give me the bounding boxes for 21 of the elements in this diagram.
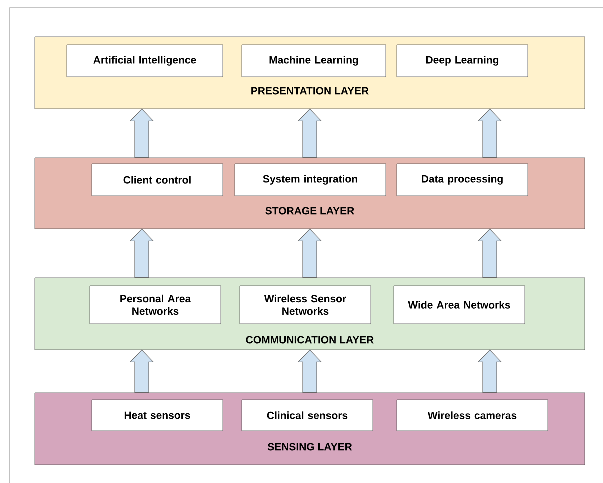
block-arrow (130, 228, 154, 278)
text-box: System integration (234, 164, 386, 196)
text-box: Heat sensors (92, 400, 224, 432)
block-arrow (298, 228, 322, 278)
text-box: Data processing (396, 164, 528, 196)
text-box: Deep Learning (396, 44, 528, 78)
block-arrow (478, 108, 502, 158)
block-arrow (130, 108, 154, 158)
text-box: Client control (92, 164, 224, 196)
text-box: Personal Area Networks (90, 286, 222, 324)
block-arrow (478, 228, 502, 278)
block-arrow (298, 350, 322, 394)
text-box: Wireless Sensor Networks (240, 286, 372, 324)
text-box: Wireless cameras (396, 400, 548, 432)
block-arrow (130, 350, 154, 394)
block-arrow (478, 350, 502, 394)
block-arrow (298, 108, 322, 158)
text-box: Clinical sensors (242, 400, 374, 432)
text-box: Machine Learning (242, 44, 386, 78)
text-box: Artificial Intelligence (66, 44, 224, 78)
text-box: Wide Area Networks (394, 286, 526, 324)
